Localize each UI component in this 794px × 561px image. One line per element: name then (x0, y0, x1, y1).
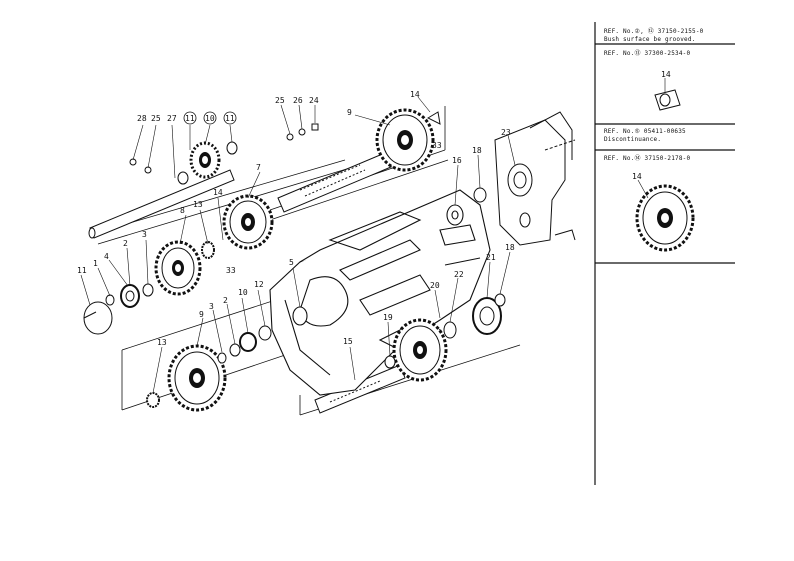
callout-9b: 9 (199, 310, 204, 319)
callout-5: 5 (289, 258, 294, 267)
gear-lower-center (392, 318, 448, 382)
callout-20: 20 (430, 281, 440, 290)
callout-3a: 3 (142, 230, 147, 239)
shaft-upper (88, 169, 235, 239)
callout-1: 1 (93, 259, 98, 268)
callout-14a: 14 (410, 90, 420, 99)
callout-2b: 2 (223, 296, 228, 305)
callout-18b: 18 (505, 243, 515, 252)
callout-25b: 25 (275, 96, 285, 105)
callout-13b: 13 (157, 338, 167, 347)
gear-panel-14 (635, 184, 695, 252)
callout-24: 24 (309, 96, 319, 105)
callout-18a: 18 (472, 146, 482, 155)
callout-12: 12 (254, 280, 264, 289)
ref-3-line2: Discontinuance. (604, 136, 662, 143)
callout-23: 23 (501, 128, 511, 137)
ref-2-line1: REF. No.⑬ 37300-2534-0 (604, 50, 691, 57)
panel-callout-14a: 14 (661, 70, 671, 79)
rear-cover (494, 111, 576, 246)
leader-lines (80, 78, 666, 394)
callout-33b: 33 (226, 266, 236, 275)
callout-10: 10 (205, 114, 215, 123)
callout-14b: 14 (213, 188, 223, 197)
ref-3-line1: REF. No.⑤ 05411-00635 (604, 128, 686, 135)
transmission-case (269, 189, 491, 396)
ref-1-line1: REF. No.②, ⑫ 37150-2155-0 (604, 28, 704, 35)
callout-27: 27 (167, 114, 177, 123)
shaft-main (277, 149, 399, 213)
ref-4-line1: REF. No.⑭ 37150-2178-0 (604, 155, 691, 162)
callout-3b: 3 (209, 302, 214, 311)
small-parts (83, 89, 681, 408)
callout-19: 19 (383, 313, 393, 322)
callout-25: 25 (151, 114, 161, 123)
callout-2a: 2 (123, 239, 128, 248)
gear-small-top (189, 141, 221, 179)
callout-26: 26 (293, 96, 303, 105)
callout-15: 15 (343, 337, 353, 346)
gear-6 (154, 240, 202, 296)
ref-1-line2: Bush surface be grooved. (604, 36, 696, 43)
callout-circles (183, 111, 237, 125)
callout-22a: 22 (454, 270, 464, 279)
reference-panel-frame (594, 22, 735, 485)
callout-11b: 11 (225, 114, 235, 123)
callout-21: 21 (486, 253, 496, 262)
gear-9-top (375, 108, 435, 172)
callout-13a: 13 (193, 200, 203, 209)
gear-7 (222, 194, 274, 250)
panel-callout-14b: 14 (632, 172, 642, 181)
callout-7: 7 (256, 163, 261, 172)
callout-33a: 33 (432, 141, 442, 150)
callout-8: 8 (180, 206, 185, 215)
callout-11c: 11 (77, 266, 87, 275)
gear-9-lower (167, 344, 227, 412)
callout-9a: 9 (347, 108, 352, 117)
callout-16: 16 (452, 156, 462, 165)
callout-28: 28 (137, 114, 147, 123)
callout-10b: 10 (238, 288, 248, 297)
callout-11a: 11 (185, 114, 195, 123)
shaft-lower (314, 364, 406, 414)
callout-4: 4 (104, 252, 109, 261)
